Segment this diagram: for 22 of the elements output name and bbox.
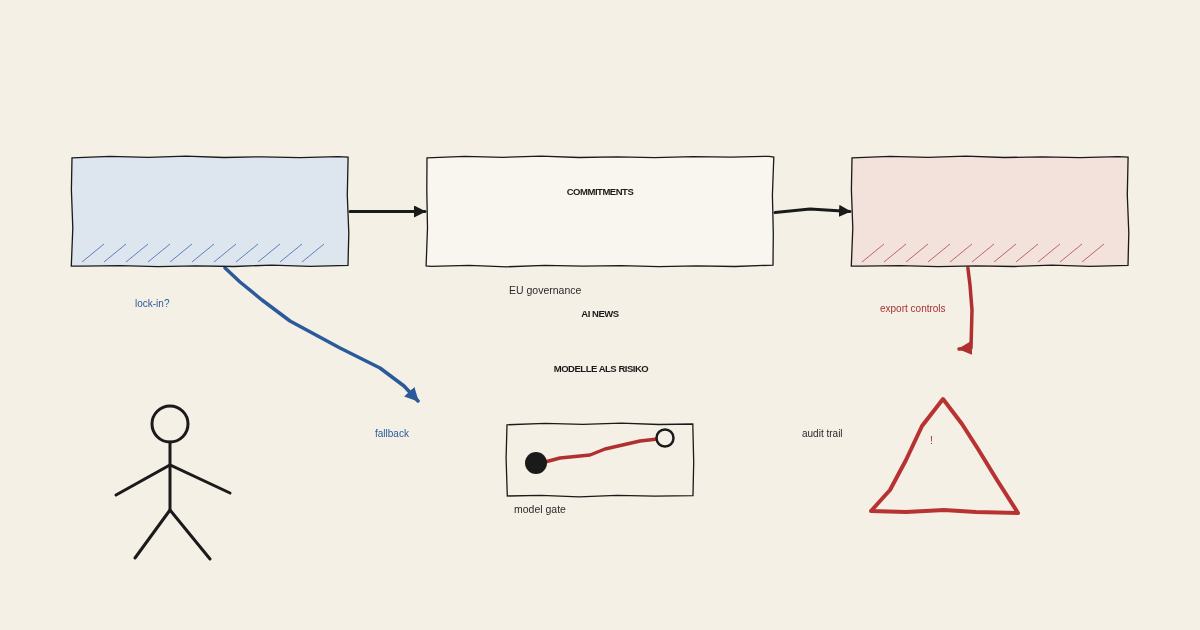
caption-text: model gate bbox=[514, 504, 566, 515]
exclamation-mark: ! bbox=[930, 436, 933, 446]
process-box bbox=[850, 155, 1130, 268]
process-box bbox=[425, 155, 775, 268]
connector-line bbox=[545, 437, 658, 464]
arrow bbox=[348, 205, 427, 218]
stick-figure bbox=[112, 402, 234, 562]
annotation-text: EU governance bbox=[509, 285, 582, 296]
caption-text: export controls bbox=[880, 304, 946, 314]
arrow bbox=[957, 266, 974, 355]
caption-text: audit trail bbox=[802, 429, 843, 439]
arrow bbox=[223, 266, 420, 403]
box-title: COMMITMENTS bbox=[566, 187, 634, 197]
caption-text: lock-in? bbox=[135, 299, 170, 309]
gate-box bbox=[505, 422, 695, 498]
heading-text: MODELLE ALS RISIKO bbox=[553, 364, 649, 374]
process-box bbox=[70, 155, 350, 268]
arrow bbox=[773, 204, 852, 217]
heading-text: AI NEWS bbox=[581, 309, 619, 319]
annotation-text: fallback bbox=[375, 429, 409, 439]
start-dot bbox=[525, 452, 547, 474]
end-circle bbox=[655, 428, 675, 448]
